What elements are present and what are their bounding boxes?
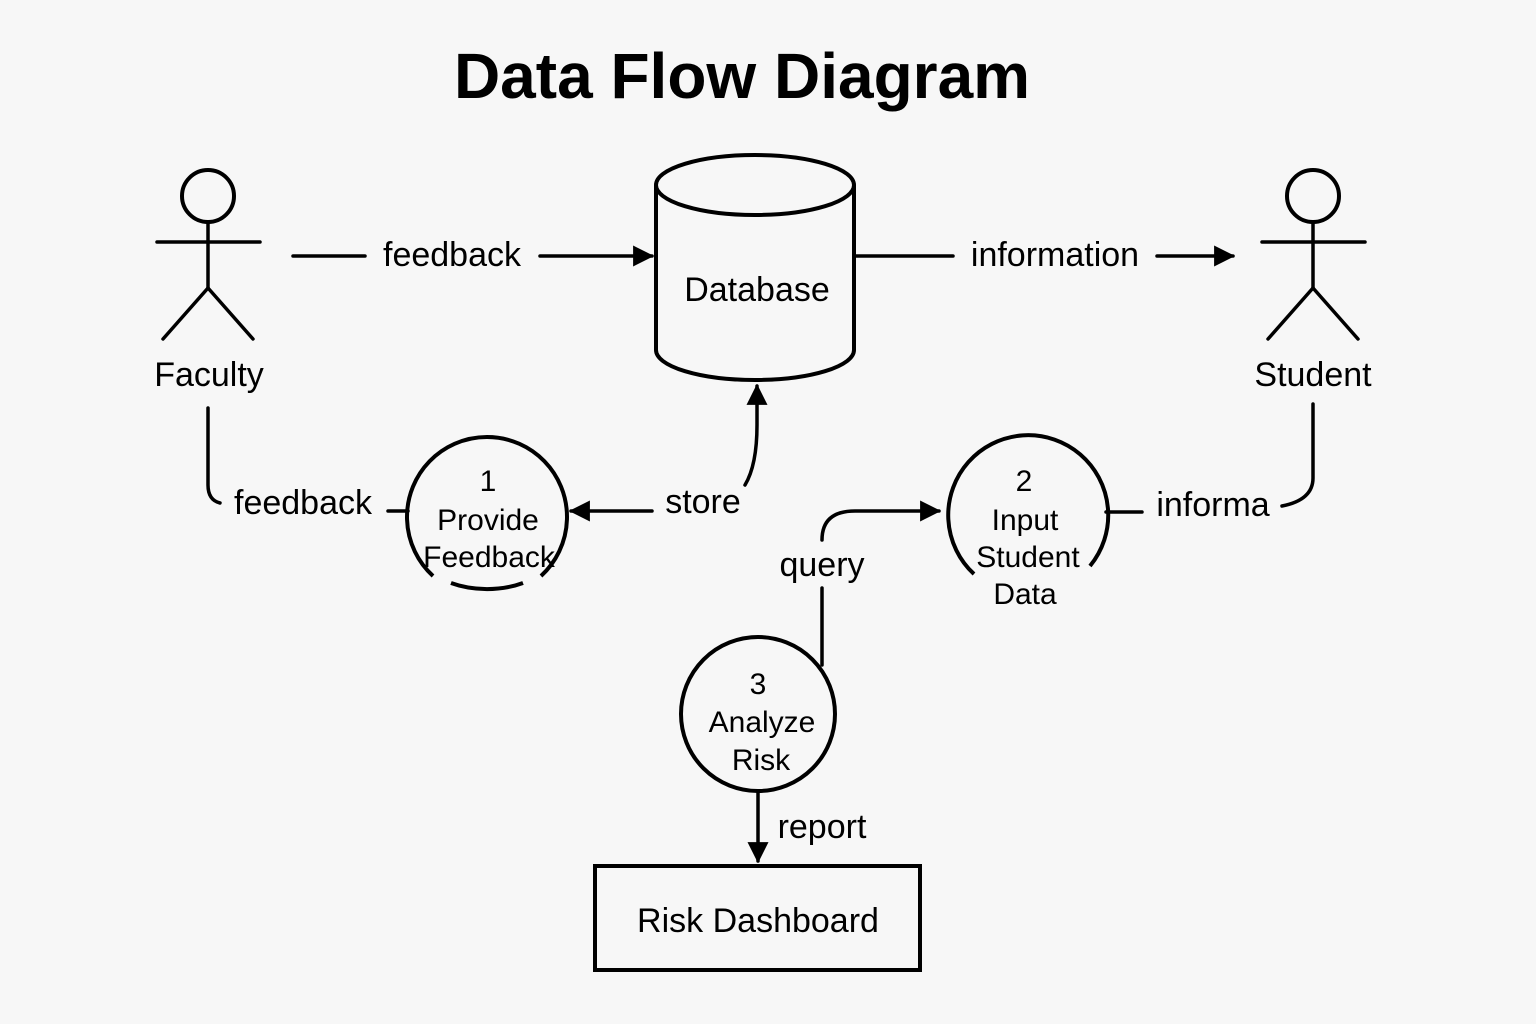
process-1-line1: Provide xyxy=(437,504,539,537)
flow-report: report xyxy=(747,791,867,864)
flow-feedback-top: feedback xyxy=(291,236,655,274)
flow-label-information-top: information xyxy=(971,236,1139,274)
flow-informa: informa xyxy=(1104,402,1315,524)
flow-label-feedback-top: feedback xyxy=(383,236,522,274)
flow-label-report: report xyxy=(778,808,867,846)
flow-query: query xyxy=(779,500,942,667)
flow-label-store: store xyxy=(665,483,741,521)
risk-dashboard-label: Risk Dashboard xyxy=(637,902,879,940)
flow-store: store xyxy=(568,383,768,522)
flow-label-informa: informa xyxy=(1156,486,1269,524)
database-store: Database xyxy=(654,153,856,382)
database-label: Database xyxy=(684,271,830,309)
process-1-line2: Feedback xyxy=(423,541,556,574)
process-2-number: 2 xyxy=(1016,465,1033,498)
faculty-figure-icon xyxy=(155,168,262,341)
process-3-number: 3 xyxy=(750,668,767,701)
student-label: Student xyxy=(1254,356,1372,394)
process-1-number: 1 xyxy=(480,465,497,498)
faculty-label: Faculty xyxy=(154,356,264,394)
process-3: 3 Analyze Risk xyxy=(679,635,837,793)
process-3-line2: Risk xyxy=(732,744,791,777)
process-1: 1 Provide Feedback xyxy=(405,434,569,592)
process-2-line2: Student xyxy=(976,541,1080,574)
page-title: Data Flow Diagram xyxy=(454,40,1030,112)
process-3-line1: Analyze xyxy=(709,706,816,739)
flow-feedback-left: feedback xyxy=(206,406,410,522)
process-3-circle xyxy=(679,635,837,793)
flow-information-top: information xyxy=(854,236,1236,274)
faculty-actor: Faculty xyxy=(154,168,264,394)
process-1-circle xyxy=(405,434,569,578)
flow-label-feedback-left: feedback xyxy=(234,484,373,522)
risk-dashboard-box: Risk Dashboard xyxy=(593,864,922,972)
flow-label-query: query xyxy=(779,546,864,584)
database-cylinder-icon xyxy=(654,153,856,382)
student-actor: Student xyxy=(1254,168,1372,394)
process-2: 2 Input Student Data xyxy=(946,433,1111,611)
student-figure-icon xyxy=(1260,168,1367,341)
process-2-line3: Data xyxy=(993,578,1057,611)
process-2-line1: Input xyxy=(992,504,1059,537)
